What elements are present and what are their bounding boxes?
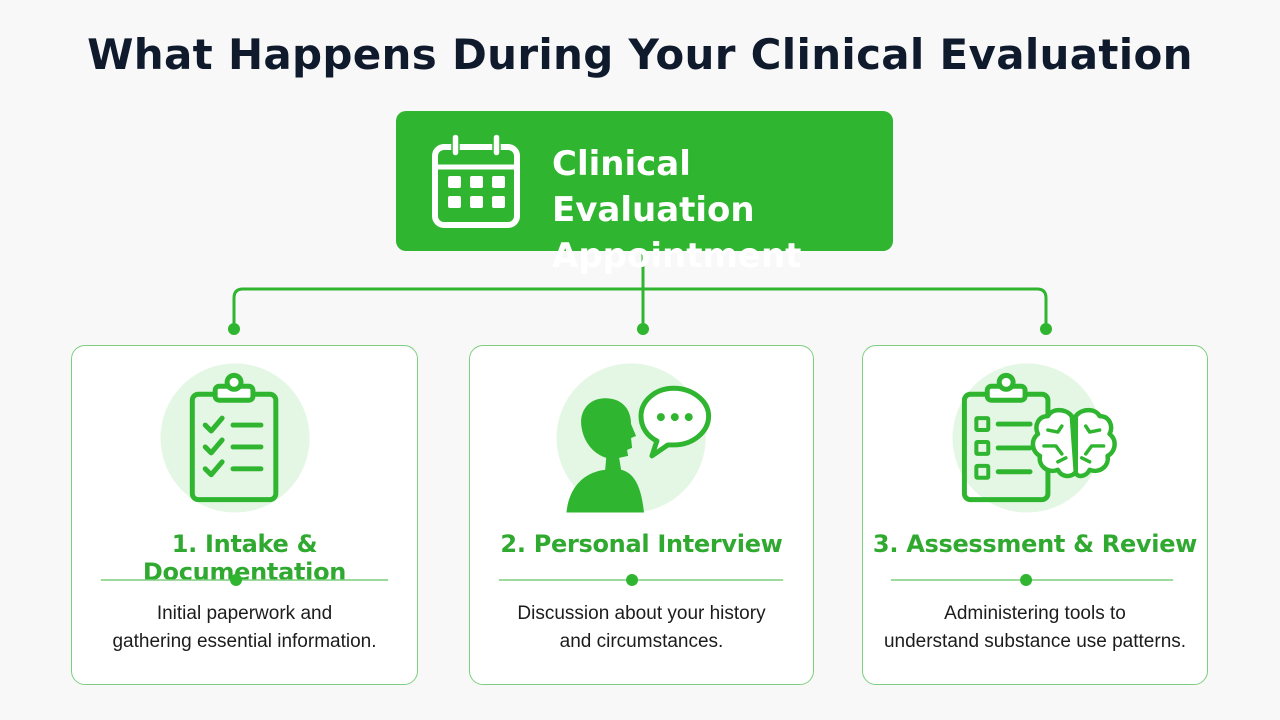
clipboard-checklist-icon bbox=[160, 363, 310, 513]
step-2-divider bbox=[498, 574, 784, 586]
step-3-description: Administering tools to understand substa… bbox=[873, 600, 1197, 656]
step-1-divider bbox=[100, 574, 389, 586]
appointment-header: Clinical Evaluation Appointment bbox=[396, 111, 893, 276]
header-line-2: Appointment bbox=[552, 236, 802, 276]
step-3-desc-line-1: Administering tools to bbox=[944, 603, 1126, 624]
step-1-desc-line-2: gathering essential information. bbox=[112, 631, 377, 652]
step-card-interview: 2. Personal Interview Discussion about y… bbox=[469, 345, 814, 685]
step-card-assessment: 3. Assessment & Review Administering too… bbox=[862, 345, 1208, 685]
connector-dot-2 bbox=[637, 323, 649, 335]
step-1-description: Initial paperwork and gathering essentia… bbox=[82, 600, 407, 656]
step-card-intake: 1. Intake & Documentation Initial paperw… bbox=[71, 345, 418, 685]
step-2-desc-line-1: Discussion about your history bbox=[517, 603, 766, 624]
step-1-desc-line-1: Initial paperwork and bbox=[156, 603, 333, 624]
step-2-desc-line-2: and circumstances. bbox=[559, 631, 724, 652]
calendar-icon bbox=[432, 133, 520, 228]
step-3-desc-line-2: understand substance use patterns. bbox=[883, 631, 1187, 652]
connector-dot-3 bbox=[1040, 323, 1052, 335]
connector-dot-1 bbox=[228, 323, 240, 335]
step-1-title: 1. Intake & Documentation bbox=[142, 530, 347, 586]
step-2-title: 2. Personal Interview bbox=[500, 530, 783, 558]
step-2-description: Discussion about your history and circum… bbox=[480, 600, 803, 656]
clipboard-brain-icon bbox=[952, 363, 1117, 513]
step-3-divider bbox=[890, 574, 1174, 586]
step-3-title: 3. Assessment & Review bbox=[872, 530, 1198, 558]
header-line-1: Clinical Evaluation bbox=[552, 144, 755, 230]
person-speech-icon bbox=[556, 363, 712, 513]
page-title: What Happens During Your Clinical Evalua… bbox=[87, 30, 1193, 79]
appointment-header-title: Clinical Evaluation Appointment bbox=[552, 141, 882, 279]
